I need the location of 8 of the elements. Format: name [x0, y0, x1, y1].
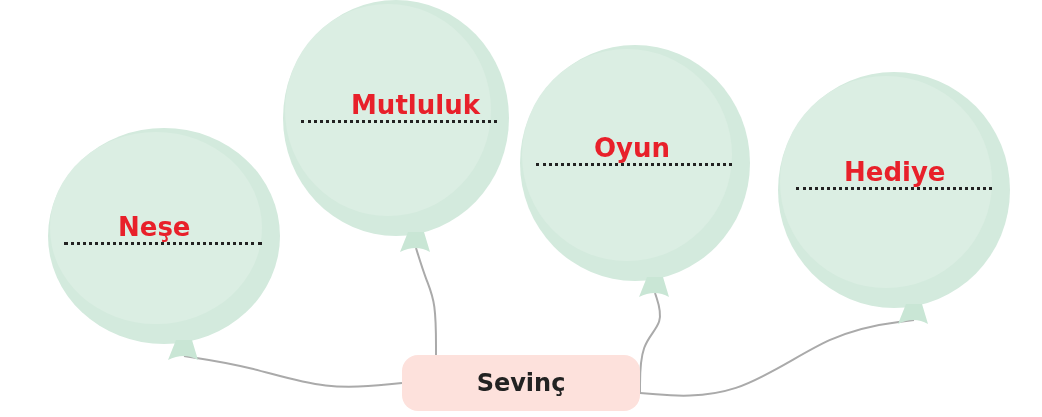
string-line — [183, 355, 403, 388]
label-text: Sevinç — [476, 369, 566, 397]
label-box — [402, 355, 640, 411]
answer-text: Neşe — [64, 212, 262, 245]
answer-text: Mutluluk — [301, 90, 497, 123]
string-line — [639, 319, 915, 397]
answer-text: Oyun — [536, 133, 732, 166]
answer-text: Hediye — [796, 157, 992, 190]
